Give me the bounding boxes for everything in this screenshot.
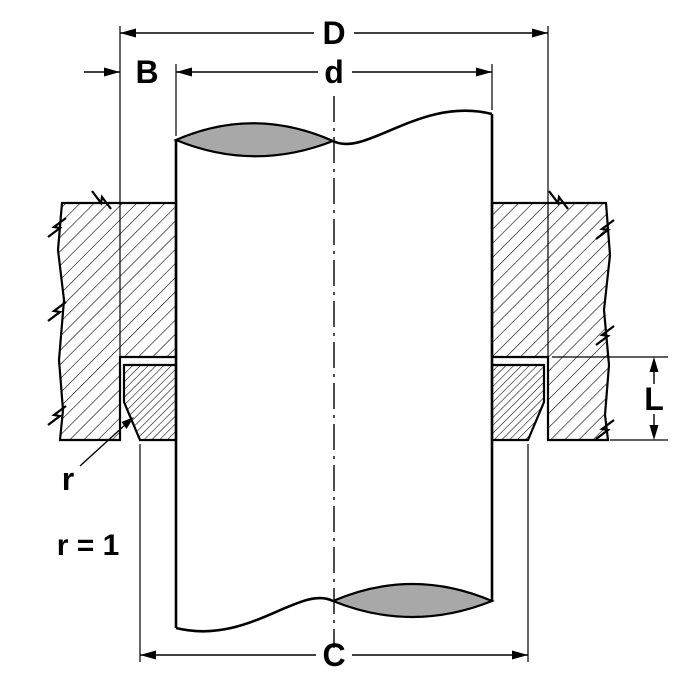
radius-label: r	[62, 461, 74, 497]
dimension-L: L	[644, 357, 664, 440]
extension-lines	[119, 26, 668, 662]
left-housing-section	[56, 201, 178, 442]
break-marks	[47, 190, 615, 440]
dimension-C: C	[140, 637, 528, 673]
shaft-top-break-lens	[173, 122, 336, 158]
shaft-bottom-break-curve	[175, 596, 334, 633]
shaft	[173, 109, 495, 633]
radius-leader: r	[62, 417, 134, 497]
dim-D-label: D	[322, 15, 345, 51]
shaft-top-break-curve	[332, 109, 493, 146]
dim-B-label: B	[135, 54, 158, 90]
right-housing-section	[490, 201, 612, 442]
dimension-B: B	[84, 54, 159, 90]
dim-d-label: d	[324, 54, 344, 90]
dimension-d: d	[176, 54, 492, 90]
dim-C-label: C	[322, 637, 345, 673]
shaft-bottom-break-lens	[330, 583, 495, 619]
right-bushing-section	[490, 363, 546, 442]
radius-note: r = 1	[57, 529, 120, 562]
dim-L-label: L	[644, 381, 664, 417]
left-bushing-section	[122, 363, 178, 442]
dimension-D: D	[120, 15, 548, 51]
